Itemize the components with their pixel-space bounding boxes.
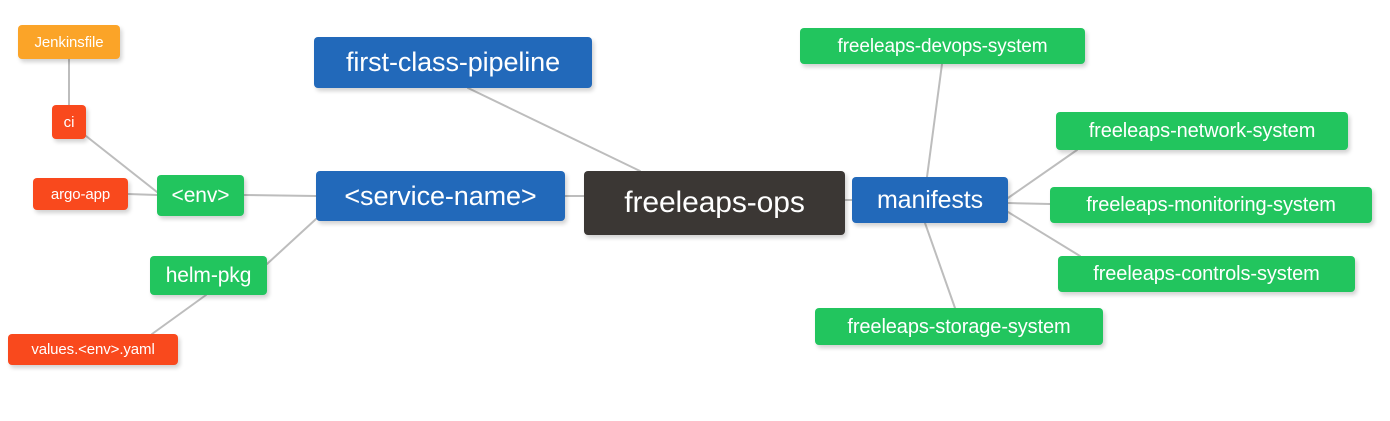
node-freeleaps-controls-system[interactable]: freeleaps-controls-system [1058,256,1355,292]
node-helm-pkg[interactable]: helm-pkg [150,256,267,295]
node-argo-app[interactable]: argo-app [33,178,128,210]
node-label-values-env-yaml: values.<env>.yaml [31,341,155,358]
node-label-ci: ci [63,113,75,131]
node-freeleaps-network-system[interactable]: freeleaps-network-system [1056,112,1348,150]
node-freeleaps-ops[interactable]: freeleaps-ops [584,171,845,235]
node-manifests[interactable]: manifests [852,177,1008,223]
edge-manifests-to-freeleaps-devops-system [926,63,943,178]
edge-manifests-to-freeleaps-monitoring-system [1007,202,1051,205]
node-label-freeleaps-network-system: freeleaps-network-system [1088,120,1316,142]
node-freeleaps-devops-system[interactable]: freeleaps-devops-system [800,28,1085,64]
node-label-argo-app: argo-app [50,185,111,203]
edge-argo-app-to-env [127,193,158,196]
edge-env-to-service-name [243,194,317,197]
node-ci[interactable]: ci [52,105,86,139]
node-label-freeleaps-storage-system: freeleaps-storage-system [847,315,1071,338]
node-freeleaps-monitoring-system[interactable]: freeleaps-monitoring-system [1050,187,1372,223]
node-label-freeleaps-ops: freeleaps-ops [624,186,805,219]
node-label-freeleaps-devops-system: freeleaps-devops-system [837,35,1048,57]
node-freeleaps-storage-system[interactable]: freeleaps-storage-system [815,308,1103,345]
node-label-helm-pkg: helm-pkg [165,264,252,287]
node-service-name[interactable]: <service-name> [316,171,565,221]
node-first-class-pipeline[interactable]: first-class-pipeline [314,37,592,88]
edge-first-class-pipeline-to-freeleaps-ops [467,87,641,172]
node-label-freeleaps-monitoring-system: freeleaps-monitoring-system [1086,194,1336,216]
node-label-env: <env> [171,184,230,207]
node-jenkinsfile[interactable]: Jenkinsfile [18,25,120,59]
node-label-service-name: <service-name> [344,180,537,211]
node-values-env-yaml[interactable]: values.<env>.yaml [8,334,178,365]
node-label-jenkinsfile: Jenkinsfile [34,33,104,51]
node-label-manifests: manifests [876,185,984,214]
node-label-freeleaps-controls-system: freeleaps-controls-system [1093,263,1320,285]
edge-helm-pkg-to-values-env-yaml [151,294,207,335]
node-label-first-class-pipeline: first-class-pipeline [345,47,561,77]
edge-manifests-to-freeleaps-storage-system [924,222,956,309]
edge-service-name-to-helm-pkg [266,218,317,265]
node-env[interactable]: <env> [157,175,244,216]
